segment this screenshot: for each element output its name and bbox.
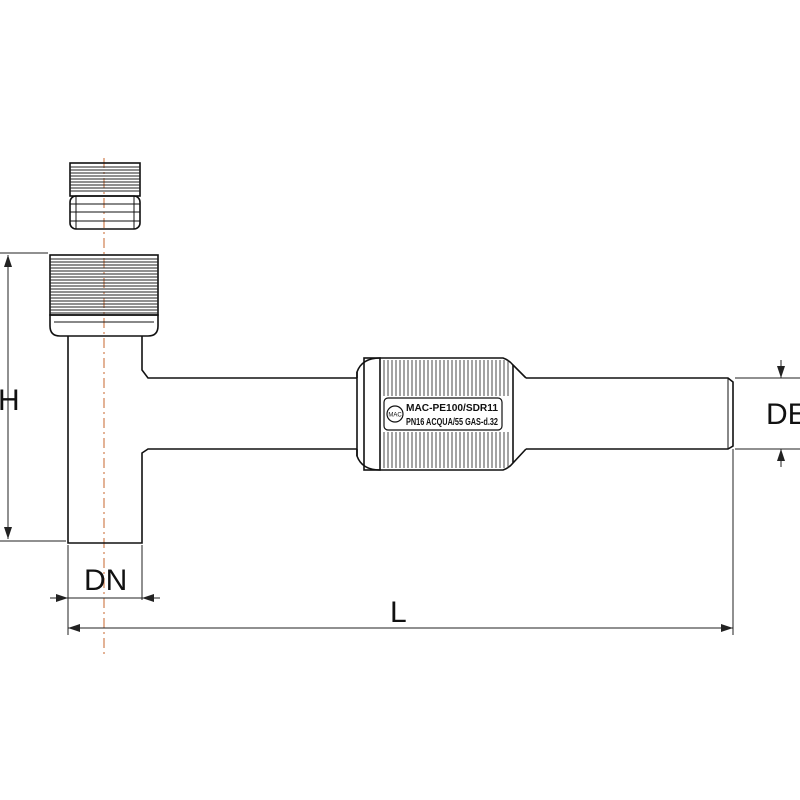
dimension-h: H xyxy=(0,252,66,542)
dimension-de: DE xyxy=(735,360,800,467)
marking-line-2: PN16 ACQUA/55 GAS-d.32 xyxy=(406,417,498,428)
mac-logo-text: MAC xyxy=(388,413,402,419)
mac-logo xyxy=(386,405,404,423)
coupling-sleeve: MAC MAC-PE100/SDR11 PN16 ACQUA/55 GAS-d.… xyxy=(356,357,527,471)
insert-thread-lines xyxy=(70,166,140,192)
tee-body xyxy=(67,336,357,544)
marking-line-1: MAC-PE100/SDR11 xyxy=(406,403,498,414)
pipe-spigot xyxy=(526,377,734,450)
dimension-l: L xyxy=(67,449,734,635)
sleeve-rib-lines xyxy=(383,360,509,468)
dimension-dn-label: DN xyxy=(84,564,127,597)
threaded-head xyxy=(49,254,159,337)
dimension-l-label: L xyxy=(390,596,407,629)
marking-plate xyxy=(383,397,503,431)
threaded-insert xyxy=(69,162,141,230)
dimension-dn: DN xyxy=(50,545,160,602)
dimension-de-label: DE xyxy=(766,398,800,431)
dimension-h-label: H xyxy=(0,384,20,417)
head-thread-lines xyxy=(50,258,158,314)
